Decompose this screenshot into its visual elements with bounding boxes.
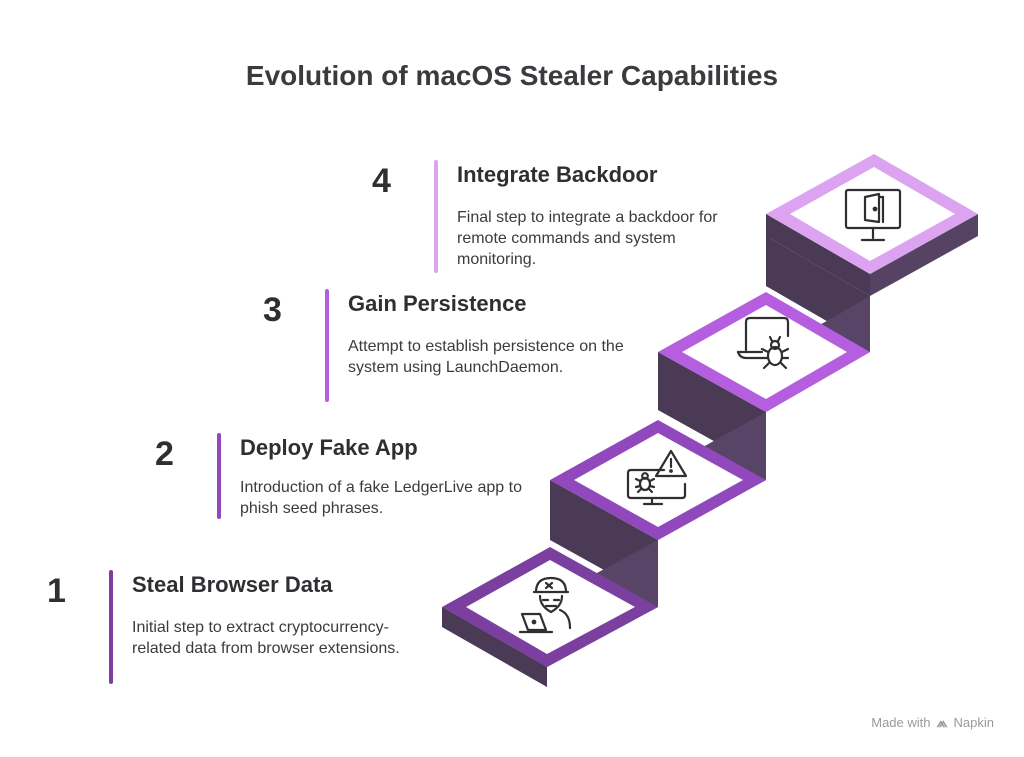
- napkin-logo-icon: ⩕: [936, 714, 948, 730]
- diagram-title: Evolution of macOS Stealer Capabilities: [245, 60, 779, 91]
- step-3-title: Gain Persistence: [348, 291, 527, 316]
- stair-4-top-riser: [766, 214, 870, 296]
- step-4-bar: [434, 160, 438, 273]
- hacker-laptop-icon: [518, 576, 572, 634]
- step-2-number: 2: [155, 435, 174, 473]
- footer-made-with: Made with: [871, 715, 931, 730]
- step-2-description: Introduction of a fake LedgerLive app to…: [240, 479, 522, 517]
- step-2-top-inner: [574, 433, 743, 527]
- step-4-title: Integrate Backdoor: [457, 162, 658, 187]
- step-3-description: Attempt to establish persistence on the …: [348, 338, 624, 376]
- step-3-bar: [325, 289, 329, 402]
- step-4-top: [766, 154, 978, 274]
- stair-column-upper: [766, 214, 770, 288]
- step-3-top-inner: [682, 305, 847, 399]
- stair-4-right-side: [870, 214, 978, 296]
- monitor-bug-warning-icon: [626, 449, 688, 506]
- footer-attribution: Made with ⩕ Napkin: [871, 714, 994, 731]
- step-2-top: [550, 420, 766, 540]
- step-1-title: Steal Browser Data: [132, 572, 333, 597]
- step-2-bar: [217, 433, 221, 519]
- step-4-number: 4: [372, 162, 391, 200]
- step-4-description: Final step to integrate a backdoor for r…: [457, 209, 718, 268]
- step-1-bar: [109, 570, 113, 684]
- stair-1-front: [442, 607, 547, 687]
- step-1-description: Initial step to extract cryptocurrency-r…: [132, 619, 400, 657]
- monitor-door-icon: [844, 188, 902, 242]
- step-3-top: [658, 292, 870, 412]
- step-1-number: 1: [47, 572, 66, 610]
- footer-brand: Napkin: [953, 715, 994, 730]
- step-2-title: Deploy Fake App: [240, 435, 418, 460]
- step-3-number: 3: [263, 291, 282, 329]
- laptop-bug-icon: [736, 316, 790, 370]
- step-4-top-inner: [790, 167, 955, 261]
